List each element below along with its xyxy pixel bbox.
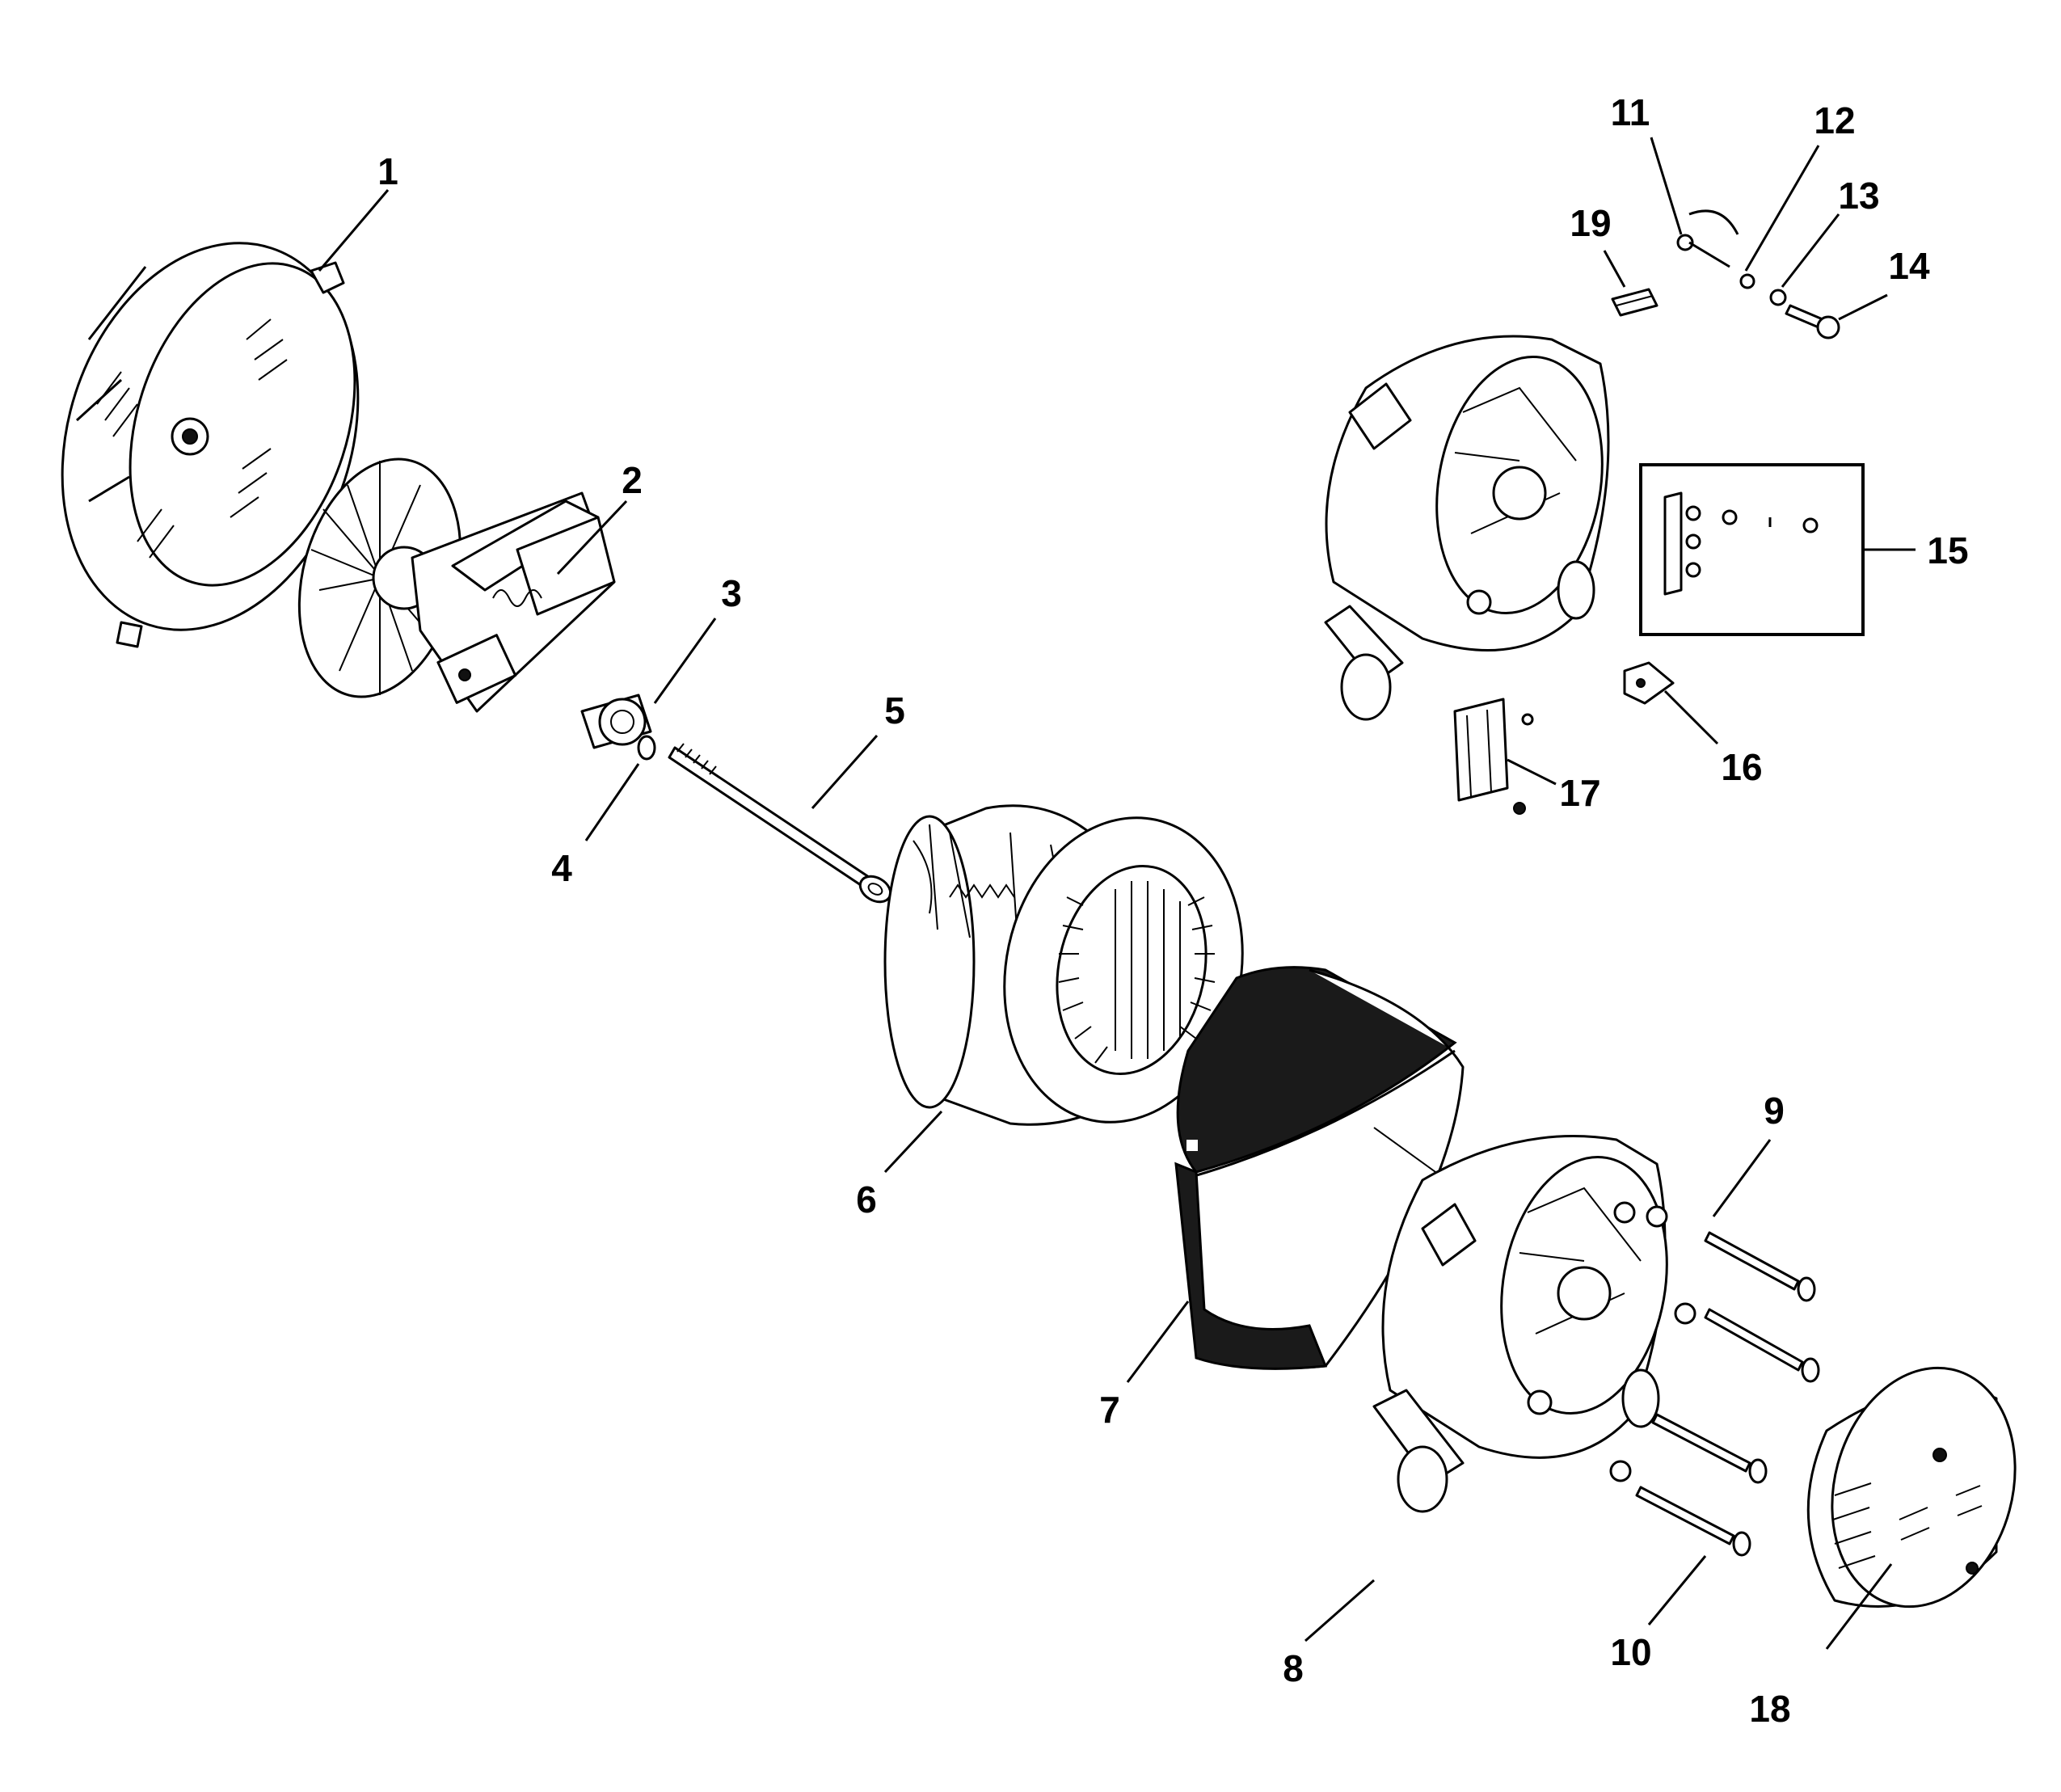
part-11-wire (1676, 209, 1739, 268)
part-5-through-bolt (668, 743, 892, 904)
part-8-front-end-bell (1372, 1135, 1668, 1513)
leader-lines (318, 137, 1916, 1650)
callout-7: 7 (1099, 1389, 1120, 1431)
callout-3: 3 (721, 572, 742, 614)
callout-labels: 1 2 3 4 5 6 7 8 9 10 11 12 13 14 15 16 1… (377, 91, 1968, 1730)
callout-8: 8 (1283, 1647, 1304, 1689)
callout-1: 1 (377, 150, 398, 192)
callout-6: 6 (856, 1179, 877, 1221)
callout-4: 4 (551, 847, 572, 889)
callout-9: 9 (1764, 1090, 1785, 1132)
part-10-bolts (1635, 1231, 1820, 1557)
callout-10: 10 (1610, 1631, 1651, 1673)
part-1-end-bell (61, 242, 360, 648)
part-12-washer (1739, 273, 1755, 289)
part-9-nuts (1609, 1205, 1696, 1482)
callout-13: 13 (1838, 175, 1879, 217)
part-14-screw (1785, 304, 1840, 339)
callout-18: 18 (1749, 1688, 1790, 1730)
part-18-end-cover (1806, 1366, 2017, 1609)
part-4-ring (637, 735, 656, 761)
callout-2: 2 (622, 459, 643, 501)
part-19-block (1611, 288, 1658, 317)
part-6-stator (883, 804, 1244, 1126)
part-15-terminal-board (1639, 463, 1865, 636)
callout-12: 12 (1814, 99, 1855, 141)
part-13-washer (1769, 289, 1787, 306)
callout-5: 5 (884, 689, 905, 732)
part-17-regulator (1453, 698, 1534, 815)
callout-17: 17 (1559, 772, 1600, 814)
callout-15: 15 (1927, 529, 1968, 571)
part-7-band (1174, 966, 1465, 1370)
callout-14: 14 (1888, 245, 1930, 287)
callout-11: 11 (1611, 91, 1650, 133)
callout-16: 16 (1721, 746, 1762, 788)
callout-19: 19 (1570, 202, 1611, 244)
part-16-bracket (1623, 661, 1675, 705)
upper-end-bell (1324, 335, 1610, 721)
